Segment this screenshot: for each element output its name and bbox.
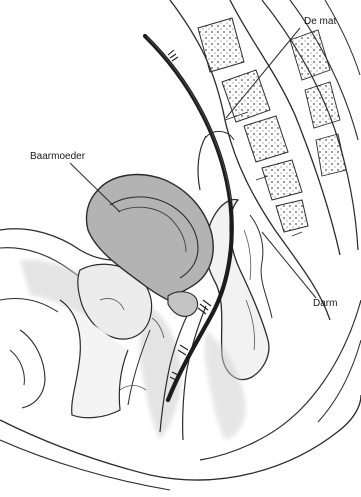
mesh-label: De mat xyxy=(304,17,336,27)
vertebrae xyxy=(198,18,346,236)
uterus-label: Baarmoeder xyxy=(30,152,85,162)
leader-bowel xyxy=(262,232,316,298)
bowel-label: Darm xyxy=(313,299,337,309)
